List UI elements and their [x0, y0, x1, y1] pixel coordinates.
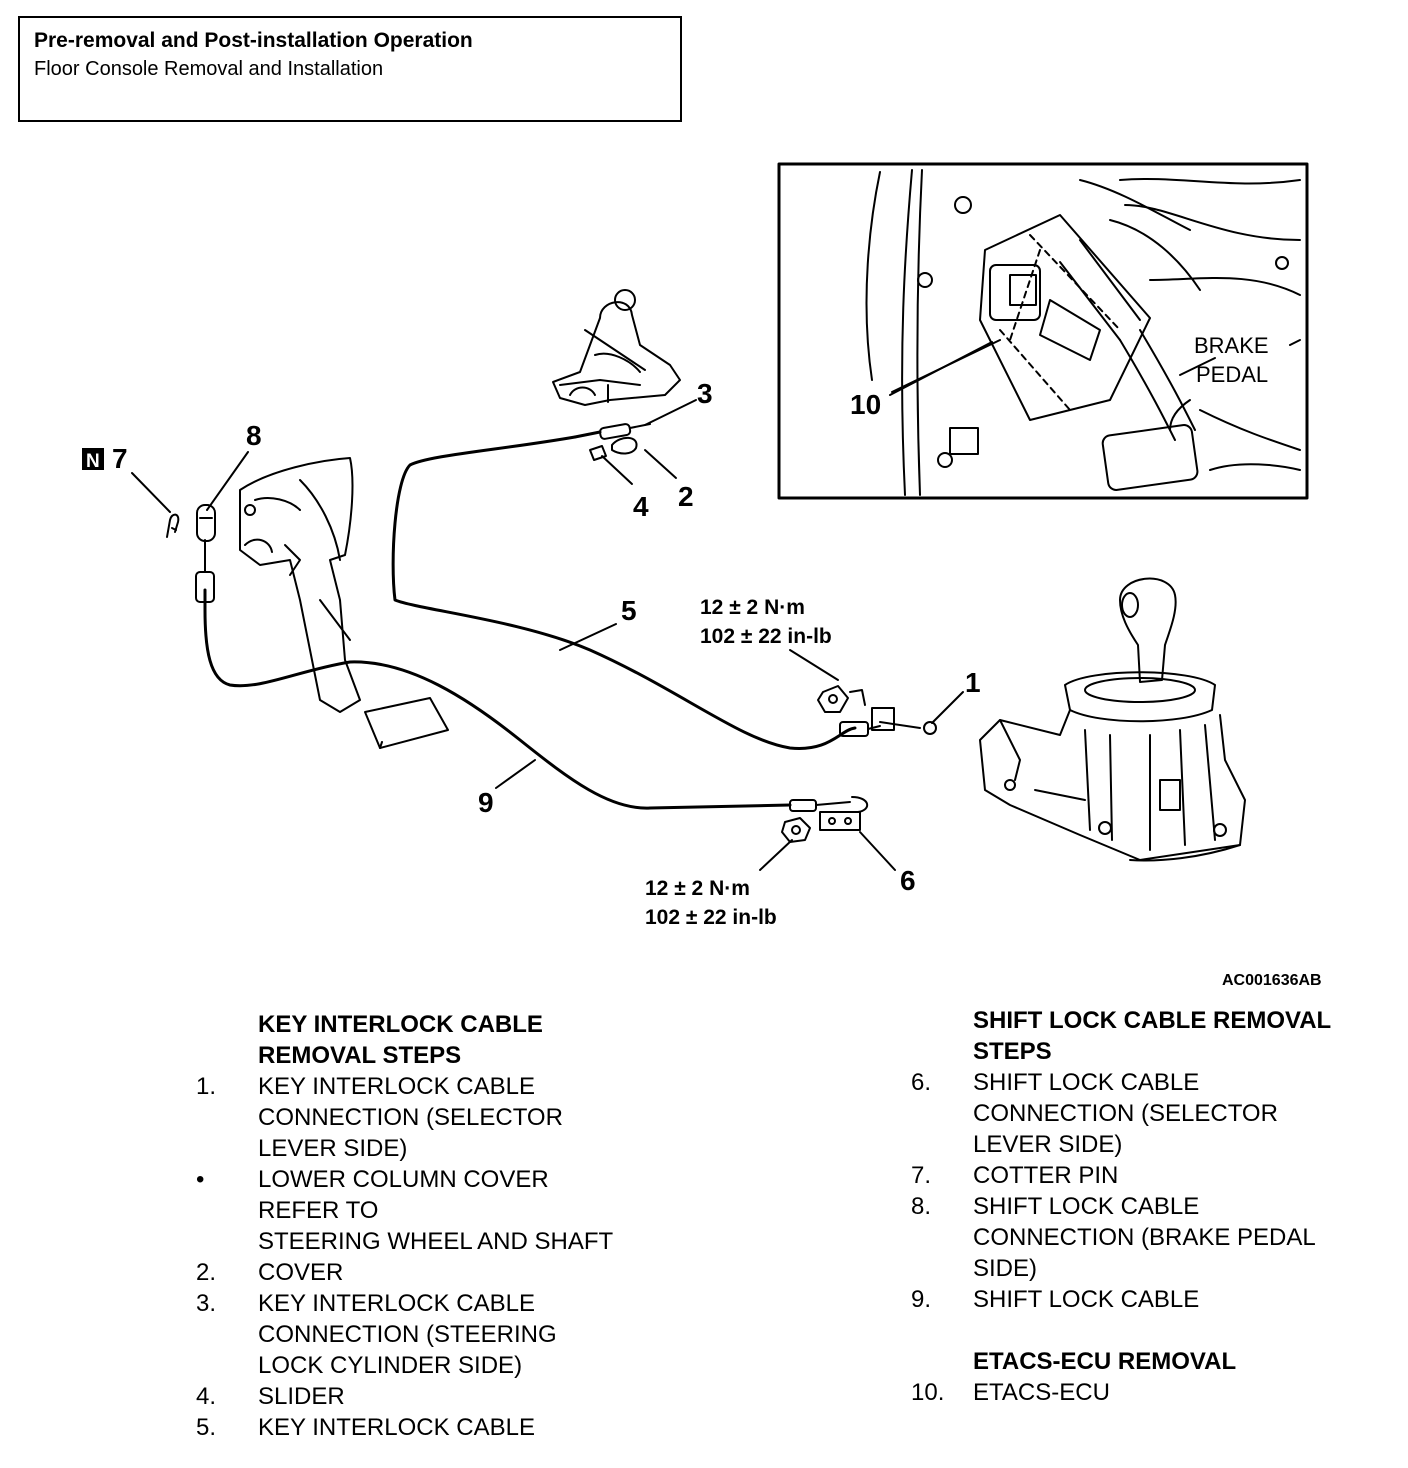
cover-part	[611, 436, 638, 455]
step-number: 10.	[911, 1379, 945, 1406]
callout-1: 1	[965, 667, 981, 698]
torque-lower-metric: 12 ± 2 N·m	[645, 877, 750, 900]
callout-9: 9	[478, 787, 494, 818]
shift-lock-cable	[195, 504, 868, 843]
step-number: 5.	[196, 1414, 217, 1441]
step-row: 1. KEY INTERLOCK CABLE CONNECTION (SELEC…	[196, 1071, 716, 1164]
callout-8: 8	[246, 420, 262, 451]
selector-lever-assembly	[979, 577, 1246, 862]
callout-5: 5	[621, 595, 637, 626]
etacs-heading: ETACS-ECU REMOVAL	[973, 1348, 1237, 1375]
figure-code: AC001636AB	[1222, 972, 1322, 989]
step-text: COVER	[258, 1259, 344, 1286]
step-number: 6.	[911, 1069, 932, 1096]
leader-lines	[131, 341, 993, 871]
n-badge-label: N	[86, 451, 100, 472]
inset-label-brake: BRAKE	[1194, 333, 1269, 358]
step-text: ETACS-ECU	[973, 1379, 1110, 1406]
section-gap	[911, 1315, 1381, 1346]
exploded-diagram: 3 2 4 5 1 6 9 8 7 10 N 12 ± 2 N·m 102 ± …	[82, 162, 1309, 929]
step-row: 2. COVER	[196, 1257, 716, 1288]
header-subtitle: Floor Console Removal and Installation	[34, 58, 384, 80]
callout-6: 6	[900, 865, 916, 896]
key-interlock-heading: KEY INTERLOCK CABLE REMOVAL STEPS	[258, 1011, 543, 1069]
inset-label-pedal: PEDAL	[1196, 362, 1268, 387]
step-row: 3. KEY INTERLOCK CABLE CONNECTION (STEER…	[196, 1288, 716, 1381]
step-text: COTTER PIN	[973, 1162, 1119, 1189]
step-row: 5. KEY INTERLOCK CABLE	[196, 1412, 716, 1443]
step-row: 8. SHIFT LOCK CABLE CONNECTION (BRAKE PE…	[911, 1191, 1381, 1284]
step-number: 2.	[196, 1259, 217, 1286]
step-text: SHIFT LOCK CABLE	[973, 1286, 1200, 1313]
header-box: Pre-removal and Post-installation Operat…	[18, 16, 682, 122]
step-text: KEY INTERLOCK CABLE CONNECTION (STEERING…	[258, 1290, 557, 1379]
brake-pedal-assembly	[239, 457, 449, 749]
step-number: 3.	[196, 1290, 217, 1317]
step-text: KEY INTERLOCK CABLE	[258, 1414, 535, 1441]
step-text: KEY INTERLOCK CABLE CONNECTION (SELECTOR…	[258, 1073, 563, 1162]
step-row: 6. SHIFT LOCK CABLE CONNECTION (SELECTOR…	[911, 1067, 1381, 1160]
step-bullet: •	[196, 1166, 205, 1193]
step-text: SHIFT LOCK CABLE CONNECTION (SELECTOR LE…	[973, 1069, 1278, 1158]
slider-part	[589, 445, 607, 461]
step-number: 8.	[911, 1193, 932, 1220]
callout-10: 10	[850, 389, 881, 420]
step-row: 7. COTTER PIN	[911, 1160, 1381, 1191]
callout-2: 2	[678, 481, 694, 512]
step-number: 4.	[196, 1383, 217, 1410]
shift-lock-heading: SHIFT LOCK CABLE REMOVAL STEPS	[973, 1007, 1332, 1065]
key-interlock-cable	[391, 423, 937, 750]
steering-lock-cylinder	[552, 289, 681, 406]
step-row: 4. SLIDER	[196, 1381, 716, 1412]
torque-lower-imperial: 102 ± 22 in-lb	[645, 906, 777, 929]
shift-lock-steps: SHIFT LOCK CABLE REMOVAL STEPS 6. SHIFT …	[911, 1005, 1381, 1408]
step-row: • LOWER COLUMN COVER REFER TO STEERING W…	[196, 1164, 716, 1257]
torque-upper-metric: 12 ± 2 N·m	[700, 596, 805, 619]
step-number: 1.	[196, 1073, 217, 1100]
cotter-pin	[166, 513, 180, 538]
step-number: 7.	[911, 1162, 932, 1189]
torque-upper-imperial: 102 ± 22 in-lb	[700, 625, 832, 648]
n-badge	[82, 448, 104, 470]
callout-7: 7	[112, 443, 128, 474]
step-number: 9.	[911, 1286, 932, 1313]
step-text: LOWER COLUMN COVER REFER TO STEERING WHE…	[258, 1166, 614, 1255]
step-text: SLIDER	[258, 1383, 345, 1410]
header-title: Pre-removal and Post-installation Operat…	[34, 29, 473, 52]
inset-etacs-view	[777, 162, 1309, 500]
callout-4: 4	[633, 491, 649, 522]
key-interlock-steps: KEY INTERLOCK CABLE REMOVAL STEPS 1. KEY…	[196, 1009, 716, 1443]
step-row: 10. ETACS-ECU	[911, 1377, 1381, 1408]
callout-3: 3	[697, 378, 713, 409]
step-row: 9. SHIFT LOCK CABLE	[911, 1284, 1381, 1315]
step-text: SHIFT LOCK CABLE CONNECTION (BRAKE PEDAL…	[973, 1193, 1316, 1282]
